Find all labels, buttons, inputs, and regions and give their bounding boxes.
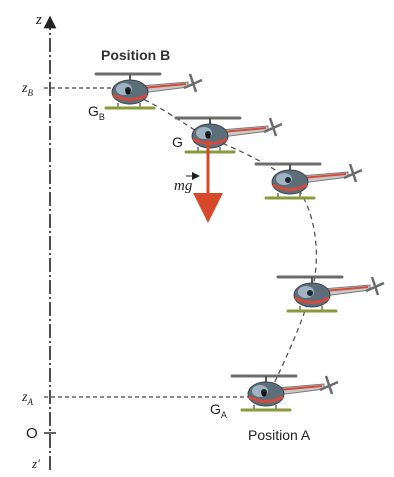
weight-label: mg bbox=[174, 178, 193, 194]
helicopter-position-b bbox=[94, 72, 204, 110]
z-prime-label: z' bbox=[31, 456, 40, 471]
position-a-label: Position A bbox=[248, 427, 311, 443]
za-label: zA bbox=[21, 390, 33, 407]
level-zb: zB bbox=[21, 81, 118, 98]
origin-marker: O bbox=[26, 425, 56, 442]
g-point bbox=[205, 133, 211, 139]
g-label: G bbox=[172, 134, 183, 150]
ga-point bbox=[261, 391, 267, 397]
helicopter-position-a bbox=[230, 374, 340, 412]
helicopter-position-4 bbox=[276, 275, 386, 313]
helicopter-position-3 bbox=[254, 162, 364, 200]
z-axis-label: z bbox=[35, 12, 42, 28]
weight-vector: mg bbox=[174, 140, 223, 223]
z-axis: z z' bbox=[31, 12, 57, 471]
ga-label: GA bbox=[210, 401, 227, 420]
origin-label: O bbox=[26, 425, 38, 442]
level-za: zA bbox=[21, 390, 262, 407]
zb-label: zB bbox=[21, 81, 33, 98]
position-b-label: Position B bbox=[101, 47, 170, 63]
helicopter-position-g bbox=[174, 116, 284, 154]
gb-label: GB bbox=[88, 103, 105, 122]
gb-point bbox=[125, 89, 131, 95]
